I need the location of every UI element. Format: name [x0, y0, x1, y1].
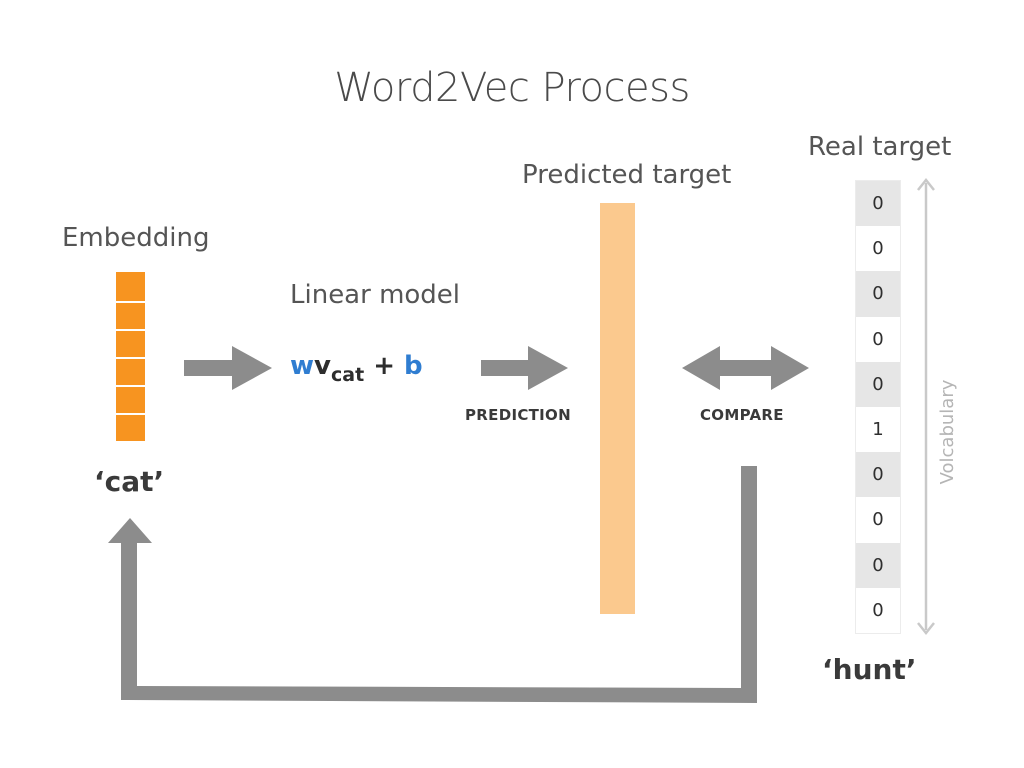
embedding-cell: [116, 385, 145, 413]
predicted-target-label: Predicted target: [522, 160, 732, 190]
embedding-cell: [116, 272, 145, 301]
compare-caption: COMPARE: [700, 406, 784, 424]
target-cell: 0: [856, 226, 900, 272]
linear-model-formula: wvcat + b: [290, 348, 423, 393]
vocabulary-arrow-tail: [917, 622, 935, 636]
diagram-title: Word2Vec Process: [334, 65, 690, 111]
predicted-target-bar: [600, 203, 635, 614]
embedding-label: Embedding: [62, 223, 210, 253]
target-cell: 0: [856, 452, 900, 498]
embedding-cell: [116, 357, 145, 385]
embedding-vector: [116, 272, 145, 441]
arrow-right-icon: [481, 346, 568, 390]
prediction-caption: PREDICTION: [465, 406, 571, 424]
formula-bias: b: [404, 351, 423, 381]
target-cell: 0: [856, 542, 900, 588]
embedding-cell: [116, 301, 145, 329]
target-cell: 1: [856, 406, 900, 453]
target-cell: 0: [856, 271, 900, 317]
input-word: ‘cat’: [94, 465, 165, 498]
formula-weight: w: [290, 351, 315, 381]
double-arrow-icon: [682, 346, 809, 390]
formula-subscript: cat: [330, 364, 365, 386]
arrow-right-icon: [184, 346, 272, 390]
target-word: ‘hunt’: [822, 653, 917, 686]
target-cell: 0: [856, 316, 900, 362]
target-cell: 0: [856, 587, 900, 633]
vocabulary-arrow-head: [917, 177, 935, 191]
feedback-arrow-icon: [108, 466, 757, 703]
target-cell: 0: [856, 181, 900, 227]
formula-plus: +: [364, 351, 405, 381]
target-cell: 0: [856, 361, 900, 407]
embedding-cell: [116, 329, 145, 357]
real-target-label: Real target: [808, 132, 952, 162]
formula-vector: v: [314, 351, 331, 381]
target-cell: 0: [856, 497, 900, 543]
linear-model-label: Linear model: [290, 280, 461, 310]
embedding-cell: [116, 413, 145, 441]
